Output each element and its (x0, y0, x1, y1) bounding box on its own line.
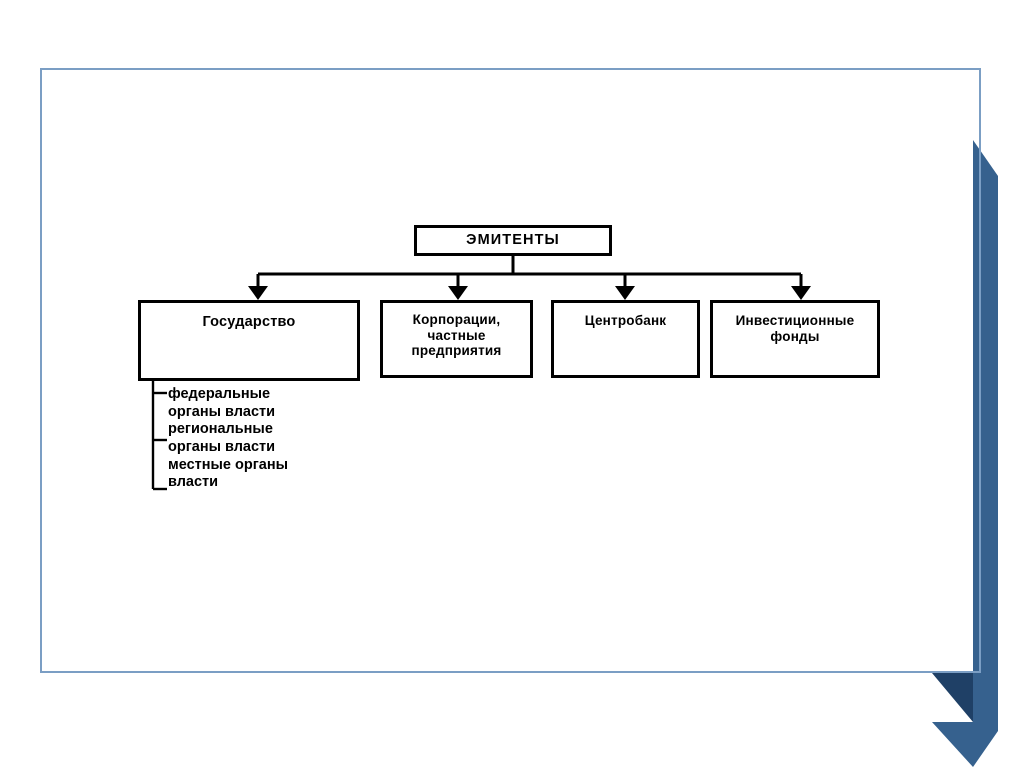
diagram-node-gosudarstvo-label: Государство (202, 314, 296, 330)
diagram-node-investicionnye-fondy-label: Инвестиционные фонды (735, 313, 855, 344)
diagram-node-centrobank-label: Центробанк (584, 313, 667, 328)
diagram-node-korporacii[interactable]: Корпорации, частные предприятия (380, 300, 533, 378)
arrowhead-2 (448, 286, 468, 300)
diagram-node-centrobank[interactable]: Центробанк (551, 300, 700, 378)
arrowhead-4 (791, 286, 811, 300)
diagram-node-emitenty[interactable]: ЭМИТЕНТЫ (414, 225, 612, 256)
arrowhead-3 (615, 286, 635, 300)
diagram-node-emitenty-label: ЭМИТЕНТЫ (466, 232, 560, 249)
diagram-node-gosudarstvo[interactable]: Государство (138, 300, 360, 381)
diagram-node-investicionnye-fondy[interactable]: Инвестиционные фонды (710, 300, 880, 378)
sublist-item-regionalnye: региональные органы власти (168, 421, 276, 456)
content-frame-border (40, 68, 981, 673)
sublist-item-federalnye: федеральные органы власти (168, 386, 276, 420)
arrowhead-1 (248, 286, 268, 300)
sublist-item-mestnye: местные органы власти (168, 456, 288, 491)
sublist-gosudarstvo: федеральные органы власти региональные о… (168, 386, 383, 492)
diagram-node-korporacii-label: Корпорации, частные предприятия (411, 312, 502, 359)
